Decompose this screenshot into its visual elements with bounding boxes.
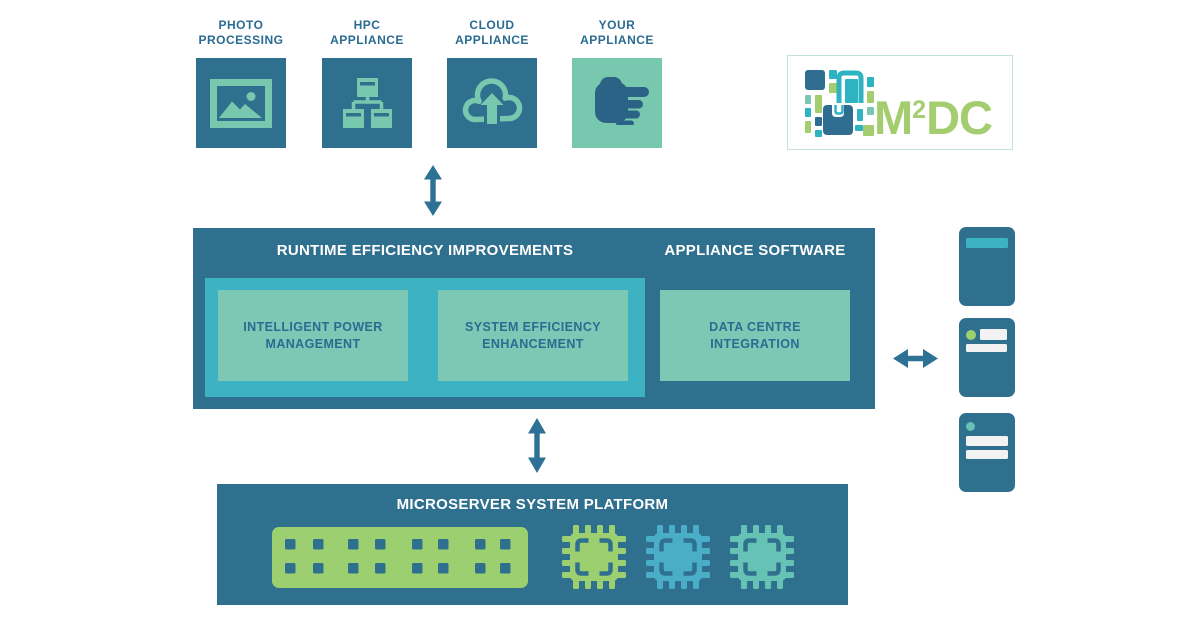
m2dc-logo: M2DC bbox=[787, 55, 1013, 150]
runtime-efficiency-title: RUNTIME EFFICIENCY IMPROVEMENTS bbox=[276, 242, 574, 259]
circuit-board-icon bbox=[272, 527, 528, 588]
appliance-tile-cloud bbox=[447, 58, 537, 148]
logo-letters-dc: DC bbox=[926, 91, 993, 144]
m2dc-logo-mosaic-icon bbox=[805, 70, 874, 137]
logo-superscript-2: 2 bbox=[912, 96, 927, 124]
double-arrow-horizontal-icon bbox=[893, 349, 938, 368]
appliance-label-hpc: HPC APPLIANCE bbox=[330, 18, 404, 47]
runtime-efficiency-group: INTELLIGENT POWER MANAGEMENT SYSTEM EFFI… bbox=[205, 278, 645, 397]
appliance-software-title: APPLIANCE SOFTWARE bbox=[664, 242, 846, 259]
appliance-tile-photo-processing bbox=[196, 58, 286, 148]
appliance-label-cloud: CLOUD APPLIANCE bbox=[455, 18, 529, 47]
tower-server-icon-2 bbox=[959, 318, 1015, 397]
double-arrow-vertical-icon-top bbox=[424, 165, 442, 216]
data-centre-integration-box: DATA CENTRE INTEGRATION bbox=[660, 290, 850, 381]
chip-icon-mint bbox=[728, 523, 796, 591]
intelligent-power-management-box: INTELLIGENT POWER MANAGEMENT bbox=[218, 290, 408, 381]
microserver-platform-title: MICROSERVER SYSTEM PLATFORM bbox=[396, 496, 669, 513]
cluster-icon bbox=[342, 78, 392, 128]
tower-server-icon-1 bbox=[959, 227, 1015, 306]
logo-letter-m: M bbox=[874, 91, 913, 144]
chip-icon-blue bbox=[644, 523, 712, 591]
chip-icon-green bbox=[560, 523, 628, 591]
m2dc-logo-text: M2DC bbox=[874, 94, 993, 141]
appliance-label-your: YOUR APPLIANCE bbox=[580, 18, 654, 47]
middle-container: RUNTIME EFFICIENCY IMPROVEMENTS APPLIANC… bbox=[193, 228, 875, 409]
tower-server-icon-3 bbox=[959, 413, 1015, 492]
appliance-tile-hpc bbox=[322, 58, 412, 148]
system-efficiency-enhancement-box: SYSTEM EFFICIENCY ENHANCEMENT bbox=[438, 290, 628, 381]
double-arrow-vertical-icon-bottom bbox=[528, 418, 546, 473]
appliance-label-photo-processing: PHOTO PROCESSING bbox=[198, 18, 284, 47]
microserver-platform-container: MICROSERVER SYSTEM PLATFORM bbox=[217, 484, 848, 605]
appliance-tile-your bbox=[572, 58, 662, 148]
photo-icon bbox=[210, 78, 272, 128]
cloud-upload-icon bbox=[462, 78, 522, 132]
pointing-hand-icon bbox=[594, 76, 649, 125]
